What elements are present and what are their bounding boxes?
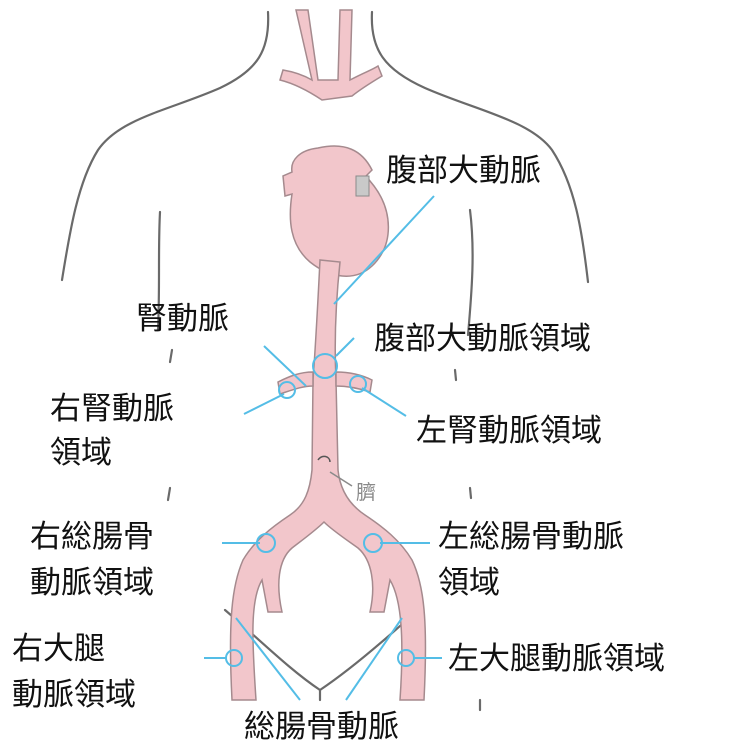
- label-renal-artery: 腎動脈: [136, 298, 229, 340]
- label-left-renal-region: 左腎動脈領域: [416, 410, 602, 452]
- label-left-common-iliac-line1: 左総腸骨動脈: [438, 516, 624, 558]
- label-right-femoral-line1: 右大腿: [12, 628, 105, 670]
- heart: [283, 146, 388, 276]
- label-abdominal-aorta-region: 腹部大動脈領域: [374, 318, 591, 360]
- label-left-common-iliac-line2: 領域: [438, 562, 500, 604]
- neck-vessels: [280, 10, 382, 100]
- label-common-iliac-artery: 総腸骨動脈: [244, 706, 399, 748]
- label-right-common-iliac-line1: 右総腸骨: [30, 516, 154, 558]
- label-right-renal-line2: 領域: [50, 432, 112, 474]
- label-left-femoral-region: 左大腿動脈領域: [448, 638, 665, 680]
- label-abdominal-aorta: 腹部大動脈: [386, 150, 541, 192]
- label-right-femoral-line2: 動脈領域: [12, 674, 136, 716]
- label-right-renal-line1: 右腎動脈: [50, 388, 174, 430]
- label-navel: 臍: [356, 480, 376, 504]
- label-right-common-iliac-line2: 動脈領域: [30, 562, 154, 604]
